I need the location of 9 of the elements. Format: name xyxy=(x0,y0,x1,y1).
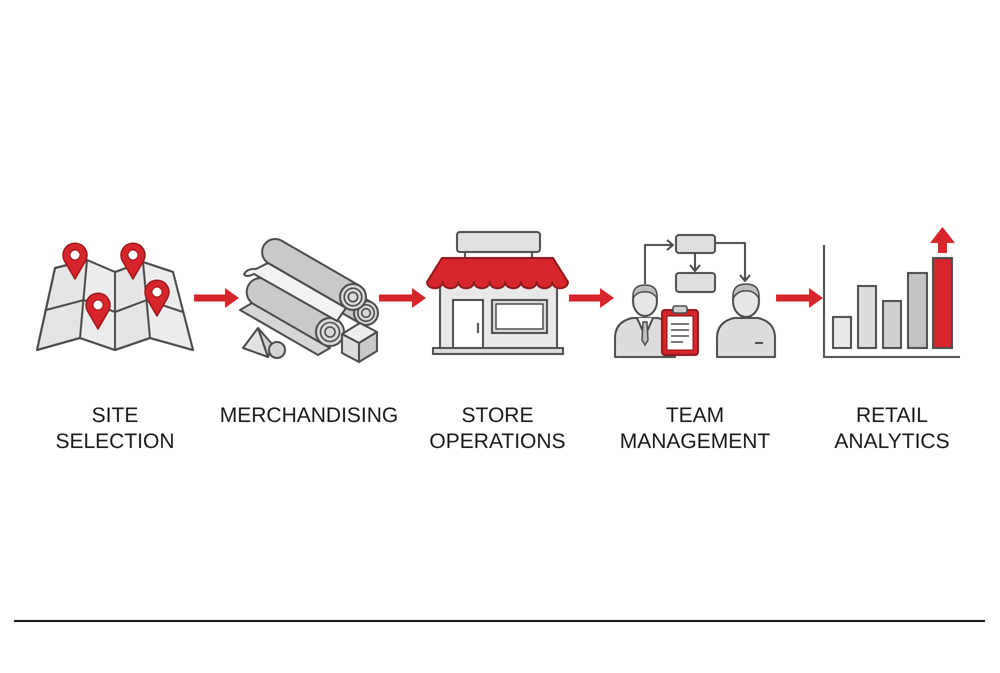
step-label: TEAM MANAGEMENT xyxy=(620,403,770,455)
arrow xyxy=(379,288,426,308)
step-label: SITE SELECTION xyxy=(55,403,175,455)
arrow xyxy=(776,288,823,308)
step-label: STORE OPERATIONS xyxy=(429,403,566,455)
arrow xyxy=(569,288,614,308)
arrow xyxy=(194,288,239,308)
step-label: MERCHANDISING xyxy=(220,403,398,429)
step-label: RETAIL ANALYTICS xyxy=(834,403,950,455)
